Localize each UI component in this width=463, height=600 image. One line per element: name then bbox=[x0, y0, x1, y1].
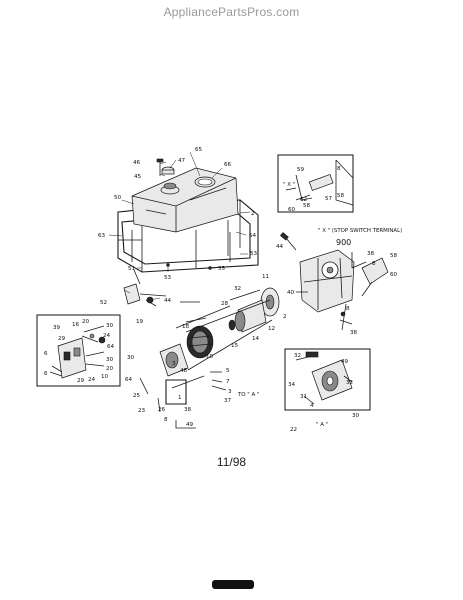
note-x-ref: " X " bbox=[283, 182, 295, 188]
stop-switch-inset bbox=[277, 154, 354, 213]
part-label-54: 54 bbox=[249, 233, 257, 239]
part-label-53b: 53 bbox=[164, 275, 172, 281]
part-label-31: 31 bbox=[300, 394, 308, 400]
part-label-49: 49 bbox=[341, 359, 349, 365]
part-label-8d: 8 bbox=[164, 417, 168, 423]
part-label-55: 55 bbox=[218, 266, 226, 272]
part-label-29b: 30 bbox=[106, 357, 114, 363]
engine-assembly bbox=[279, 232, 389, 331]
part-label-63: 64 bbox=[125, 377, 133, 383]
part-label-50: 50 bbox=[114, 195, 122, 201]
part-label-5: 5 bbox=[226, 368, 230, 374]
part-label-18: 16 bbox=[72, 322, 80, 328]
part-label-40a: 44 bbox=[164, 298, 172, 304]
part-label-1: 1 bbox=[178, 395, 182, 401]
part-label-34: 34 bbox=[288, 382, 296, 388]
part-label-15: 15 bbox=[231, 343, 239, 349]
part-label-52: 52 bbox=[100, 300, 107, 306]
part-label-19: 19 bbox=[136, 319, 144, 325]
part-label-56: 57 bbox=[325, 196, 333, 202]
part-label-32b: 32 bbox=[294, 353, 301, 359]
part-label-40b: 44 bbox=[276, 244, 284, 250]
part-label-3a: 3 bbox=[172, 361, 176, 367]
part-label-64: 64 bbox=[107, 344, 115, 350]
part-label-48: 49 bbox=[186, 422, 194, 428]
part-label-39: 40 bbox=[287, 290, 295, 296]
part-label-38: 39 bbox=[53, 325, 61, 331]
part-label-60b: 60 bbox=[390, 272, 398, 278]
part-label-3b: 3 bbox=[228, 389, 232, 395]
part-label-8b: 8 bbox=[372, 261, 376, 267]
part-label-20b: 20 bbox=[106, 366, 114, 372]
part-label-30: 30 bbox=[127, 355, 135, 361]
part-label-59: 59 bbox=[297, 167, 305, 173]
part-label-51: 51 bbox=[128, 266, 136, 272]
part-label-22: 22 bbox=[290, 427, 297, 433]
note-a-ref: " A " bbox=[316, 422, 328, 428]
watermark: AppliancePartsPros.com bbox=[163, 5, 300, 19]
part-label-11: 10 bbox=[206, 354, 214, 360]
part-label-65: 65 bbox=[195, 147, 203, 153]
part-label-6a: 6 bbox=[44, 351, 48, 357]
part-label-4: 4 bbox=[310, 403, 314, 409]
fuel-tank-assembly bbox=[117, 158, 259, 273]
part-label-21: 23 bbox=[138, 408, 146, 414]
outlet-part bbox=[123, 283, 167, 307]
part-label-16: 18 bbox=[182, 324, 190, 330]
part-label-13: 12 bbox=[268, 326, 275, 332]
part-label-12: 11 bbox=[262, 274, 270, 280]
part-label-32a: 32 bbox=[234, 286, 241, 292]
part-label-25: 25 bbox=[133, 393, 141, 399]
mounting-hardware bbox=[133, 269, 227, 429]
control-panel-inset bbox=[36, 314, 121, 387]
part-label-36: 37 bbox=[224, 398, 232, 404]
part-label-61: 62 bbox=[300, 197, 307, 203]
part-label-45: 47 bbox=[178, 158, 186, 164]
part-label-24: 24 bbox=[103, 333, 111, 339]
model-number-900: 900 bbox=[336, 238, 351, 247]
part-label-20a: 20 bbox=[82, 319, 90, 325]
note-to-a: TO " A " bbox=[237, 392, 259, 398]
part-label-27: 28 bbox=[221, 301, 229, 307]
part-label-28a: 29 bbox=[58, 336, 66, 342]
date-code: 11/98 bbox=[216, 455, 247, 469]
part-label-62: 63 bbox=[98, 233, 106, 239]
part-label-2b: 2 bbox=[283, 314, 287, 320]
part-label-2: 2 bbox=[251, 211, 255, 217]
part-label-6b: 6 bbox=[44, 371, 48, 377]
part-label-41: 45 bbox=[134, 174, 142, 180]
part-label-58b: 58 bbox=[390, 253, 398, 259]
part-label-58a: 58 bbox=[303, 203, 311, 209]
part-label-14: 14 bbox=[252, 336, 260, 342]
part-label-53: 53 bbox=[250, 251, 258, 257]
part-label-30b: 30 bbox=[352, 413, 360, 419]
part-label-37: 38 bbox=[184, 407, 192, 413]
part-label-28b: 29 bbox=[77, 378, 85, 384]
part-label-60a: 60 bbox=[288, 207, 296, 213]
part-label-44: 46 bbox=[133, 160, 141, 166]
part-label-10: 10 bbox=[101, 374, 109, 380]
part-label-35b: 38 bbox=[350, 330, 358, 336]
rear-housing-inset bbox=[284, 348, 371, 411]
part-label-57: 58 bbox=[337, 193, 345, 199]
part-number-labels: 46 45 47 65 66 50 2 63 54 53 53 55 51 52… bbox=[44, 147, 402, 433]
part-label-47: 48 bbox=[180, 368, 188, 374]
page-tab-mark bbox=[212, 580, 254, 589]
note-stop-switch: " X " (STOP SWITCH TERMINAL) bbox=[318, 228, 402, 234]
part-label-8a: 8 bbox=[337, 166, 341, 172]
part-label-8c: 8 bbox=[346, 306, 350, 312]
alternator-assembly bbox=[139, 287, 280, 413]
part-label-29a: 30 bbox=[106, 323, 114, 329]
leader-lines bbox=[108, 151, 251, 301]
part-label-32c: 32 bbox=[346, 380, 353, 386]
part-label-26: 26 bbox=[158, 407, 166, 413]
part-label-7: 7 bbox=[226, 379, 230, 385]
part-label-66: 66 bbox=[224, 162, 232, 168]
part-label-35a: 38 bbox=[367, 251, 375, 257]
part-label-23: 24 bbox=[88, 377, 96, 383]
